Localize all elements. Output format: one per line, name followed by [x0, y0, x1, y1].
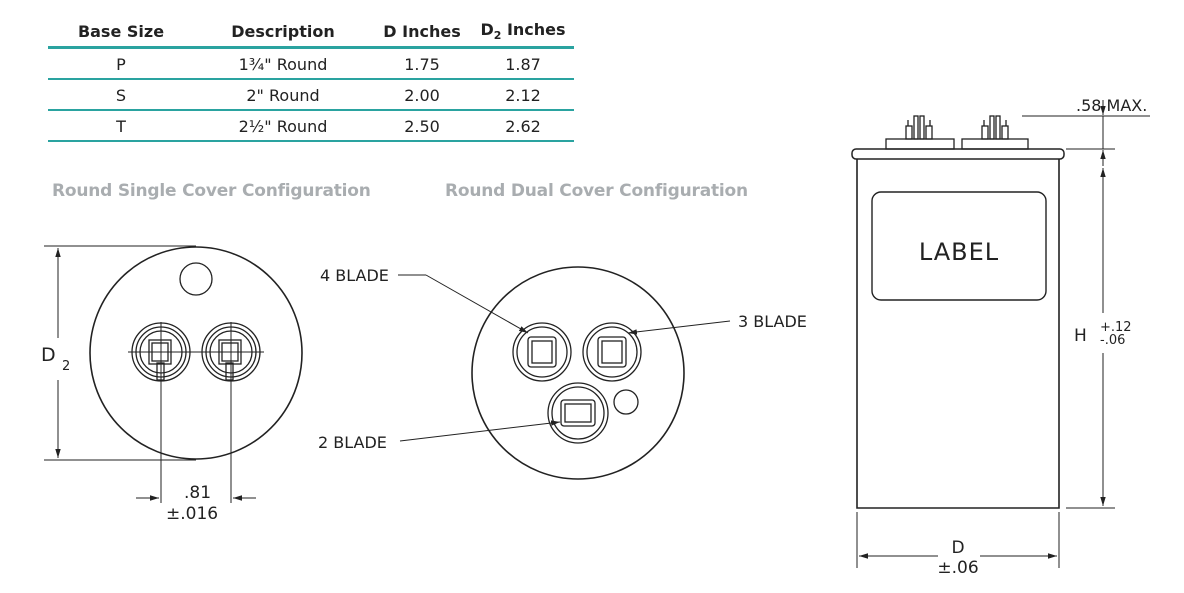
terminal-2-blade	[547, 382, 609, 444]
height-label: H	[1074, 326, 1087, 346]
blade-4-label: 4 BLADE	[320, 266, 389, 285]
header-d2-sub: 2	[493, 29, 502, 42]
single-cover-outline	[89, 246, 303, 460]
cell-d: 2.50	[372, 110, 472, 142]
side-terminal-left	[885, 115, 955, 150]
dual-cover-outline	[471, 266, 685, 480]
cell-base: T	[48, 110, 194, 142]
side-terminal-right	[961, 115, 1029, 150]
header-d2-letter: D	[480, 20, 494, 39]
spacing-value: .81	[184, 483, 211, 503]
diameter-label: D	[951, 538, 964, 558]
cell-desc: 2" Round	[194, 79, 372, 111]
cell-desc: 1¾" Round	[194, 47, 372, 80]
table-row: T 2½" Round 2.50 2.62	[48, 110, 574, 142]
terminal-3-blade	[582, 322, 642, 382]
blade-3-label: 3 BLADE	[738, 312, 807, 331]
header-d2-unit: Inches	[506, 20, 566, 39]
diameter-tolerance: ±.06	[937, 558, 978, 578]
can-body	[856, 159, 1060, 509]
terminal-height-label: .58 MAX.	[1076, 96, 1147, 115]
table-row: S 2" Round 2.00 2.12	[48, 79, 574, 111]
cell-d: 1.75	[372, 47, 472, 80]
dual-cover-drawing	[398, 266, 731, 480]
header-description: Description	[194, 14, 372, 49]
blade-2-label: 2 BLADE	[318, 433, 387, 452]
header-base-size: Base Size	[48, 14, 194, 49]
terminal-4-blade	[512, 322, 572, 382]
cell-d: 2.00	[372, 79, 472, 111]
cell-d2: 1.87	[472, 47, 574, 80]
side-view-drawing	[851, 100, 1150, 568]
d2-subscript: 2	[62, 359, 70, 374]
single-cover-title: Round Single Cover Configuration	[52, 181, 371, 201]
can-top-rim	[851, 148, 1065, 160]
header-d2-inches: D2 Inches	[472, 14, 574, 49]
height-tol-plus: +.12	[1100, 320, 1132, 335]
label-area	[871, 191, 1047, 301]
cell-d2: 2.62	[472, 110, 574, 142]
dual-cover-title: Round Dual Cover Configuration	[445, 181, 748, 201]
cell-desc: 2½" Round	[194, 110, 372, 142]
single-vent-hole	[179, 262, 213, 296]
d2-label: D	[41, 344, 56, 366]
table-row: P 1¾" Round 1.75 1.87	[48, 47, 574, 80]
spacing-tolerance: ±.016	[166, 504, 218, 524]
label-text: LABEL	[919, 238, 999, 266]
cell-base: P	[48, 47, 194, 80]
header-d-inches: D Inches	[372, 14, 472, 49]
table-header-row: Base Size Description D Inches D2 Inches	[48, 14, 574, 49]
dual-vent-hole	[613, 389, 639, 415]
cell-base: S	[48, 79, 194, 111]
height-tol-minus: -.06	[1100, 333, 1125, 348]
base-size-table: Base Size Description D Inches D2 Inches…	[48, 14, 574, 142]
single-cover-drawing	[44, 245, 303, 503]
cell-d2: 2.12	[472, 79, 574, 111]
